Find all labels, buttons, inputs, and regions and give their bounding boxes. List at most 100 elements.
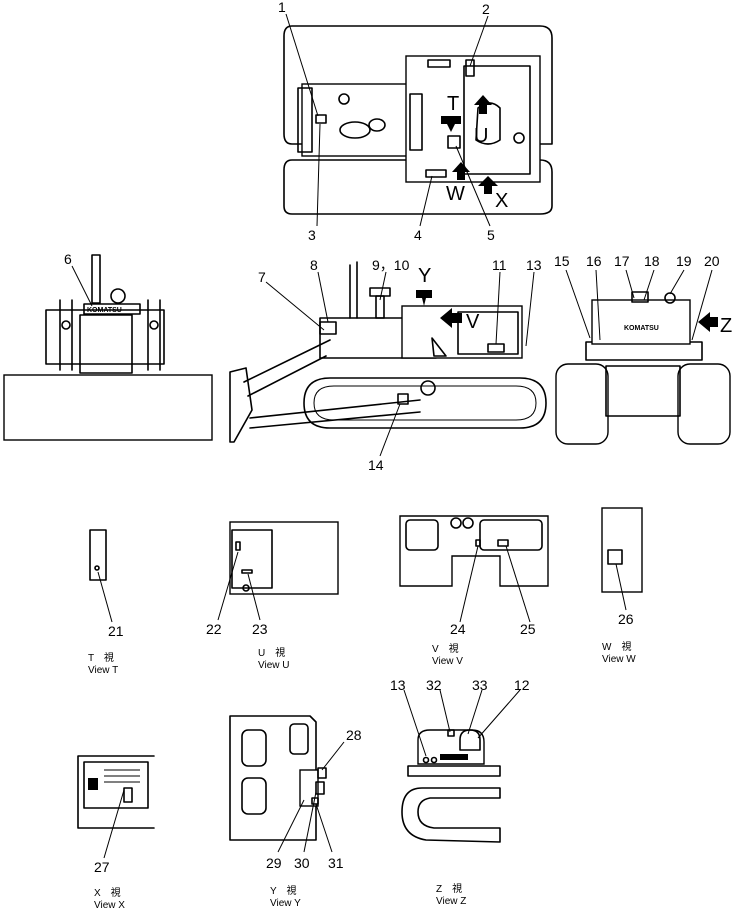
callout-z33: 33 — [472, 677, 488, 693]
leader-29 — [277, 799, 305, 853]
top-filter-2 — [368, 118, 386, 132]
callout-23: 23 — [252, 621, 268, 637]
view-y-plate-28 — [317, 767, 327, 779]
leader-z32 — [439, 689, 451, 733]
side-fender — [457, 311, 519, 355]
caption-x-en: View X — [94, 900, 125, 911]
side-precleaner — [369, 287, 391, 297]
callout-28: 28 — [346, 727, 362, 743]
view-letter-u: U — [474, 125, 488, 147]
view-v-knob-1 — [450, 517, 462, 529]
callout-22: 22 — [206, 621, 222, 637]
side-lift-cyl-2 — [247, 355, 327, 397]
rear-fender — [585, 341, 703, 361]
caption-v-jp: V 視 — [432, 642, 459, 655]
view-letter-y: Y — [418, 265, 431, 287]
caption-z-en: View Z — [436, 896, 466, 907]
view-letter-x: X — [495, 190, 508, 212]
leader-27 — [103, 789, 125, 859]
front-blade — [3, 374, 213, 441]
front-precleaner — [110, 288, 126, 304]
top-track-upper — [283, 25, 553, 145]
view-w: 26 W 視 View W — [601, 507, 643, 665]
leader-28 — [321, 741, 345, 771]
leader-z12 — [477, 689, 521, 739]
callout-21: 21 — [108, 623, 124, 639]
caption-t-en: View T — [88, 665, 118, 676]
callout-5: 5 — [487, 227, 495, 243]
view-x-sub — [123, 787, 133, 803]
view-letter-z: Z — [720, 315, 732, 337]
side-blade — [229, 367, 253, 443]
front-logo: KOMATSU — [87, 307, 122, 314]
callout-15: 15 — [554, 253, 570, 269]
callout-9-10: 9，10 — [372, 257, 410, 273]
arrow-x-icon — [478, 176, 498, 194]
leader-11 — [495, 271, 501, 345]
view-y-window-2 — [241, 777, 267, 815]
leader-5 — [455, 145, 491, 227]
callout-3: 3 — [308, 227, 316, 243]
leader-18 — [643, 269, 655, 301]
side-plate-14 — [397, 393, 409, 405]
callout-29: 29 — [266, 855, 282, 871]
view-v-panel-r — [479, 519, 543, 551]
view-w-plate-26 — [607, 549, 623, 565]
leader-22 — [217, 551, 239, 621]
view-z-fender — [407, 765, 501, 777]
top-radiator — [297, 87, 313, 153]
arrow-u-icon — [474, 95, 492, 114]
rear-logo: KOMATSU — [624, 325, 659, 332]
callout-26: 26 — [618, 611, 634, 627]
callout-4: 4 — [414, 227, 422, 243]
top-cap — [338, 93, 350, 105]
top-knob — [513, 132, 525, 144]
leader-6 — [71, 265, 93, 307]
callout-20: 20 — [704, 253, 720, 269]
callout-18: 18 — [644, 253, 660, 269]
arrow-t-icon — [441, 116, 461, 132]
top-hood — [301, 83, 423, 157]
view-x-icon — [88, 778, 98, 790]
top-cab — [405, 55, 541, 183]
rear-track-right — [677, 363, 731, 445]
leader-15 — [565, 269, 591, 339]
front-pin-left — [61, 320, 71, 330]
rear-body — [605, 365, 681, 417]
side-track-inner — [313, 385, 537, 421]
view-letter-t: T — [447, 93, 459, 115]
arrow-w-icon — [452, 162, 470, 180]
leader-4 — [419, 175, 433, 227]
side-view: Y V 7 8 9，10 11 13 14 — [229, 257, 547, 473]
view-v-panel — [399, 515, 549, 587]
callout-17: 17 — [614, 253, 630, 269]
leader-16 — [595, 269, 601, 341]
view-v: 24 25 V 視 View V — [399, 515, 549, 667]
side-lever — [431, 337, 447, 357]
top-plate-2 — [465, 59, 475, 77]
callout-z12: 12 — [514, 677, 530, 693]
callout-1: 1 — [278, 0, 286, 15]
callout-31: 31 — [328, 855, 344, 871]
rear-plate-17 — [631, 291, 649, 303]
leader-31 — [315, 803, 333, 853]
rear-cab — [591, 299, 691, 345]
side-lift-cyl — [243, 339, 331, 383]
side-track — [303, 377, 547, 429]
front-logo-plate — [83, 303, 141, 315]
arrow-y-icon — [416, 290, 432, 306]
leader-2 — [469, 15, 489, 67]
callout-14: 14 — [368, 457, 384, 473]
side-plate-8 — [319, 321, 337, 335]
view-z-track — [401, 787, 501, 843]
callout-27: 27 — [94, 859, 110, 875]
caption-z-jp: Z 視 — [436, 882, 462, 895]
view-y-window-1 — [241, 729, 267, 767]
view-y: 28 29 30 31 Y 視 View Y — [229, 715, 362, 909]
leader-21 — [97, 571, 113, 623]
top-seat-area — [463, 65, 531, 175]
rear-track-left — [555, 363, 609, 445]
callout-16: 16 — [586, 253, 602, 269]
view-z-plate-13 — [422, 756, 430, 764]
